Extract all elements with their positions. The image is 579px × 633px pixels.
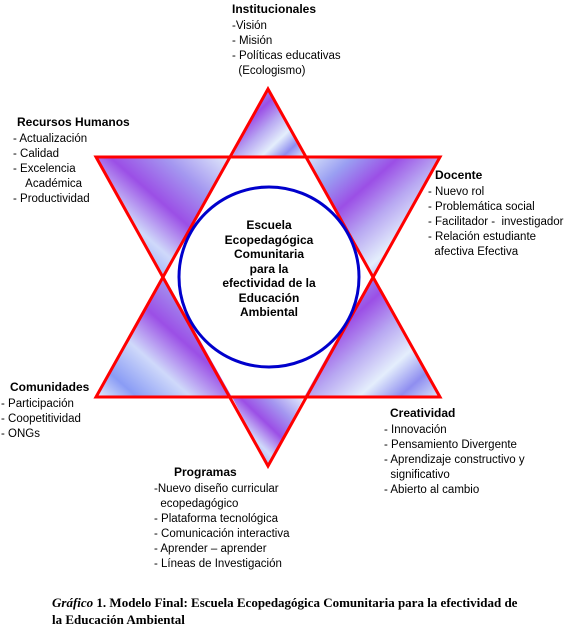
node-item: - Comunicación interactiva bbox=[154, 528, 290, 540]
center-circle bbox=[177, 185, 361, 369]
node-item: - Plataforma tecnológica bbox=[154, 513, 279, 525]
node-item: (Ecologismo) bbox=[232, 65, 306, 77]
node-item: - Aprender – aprender bbox=[154, 543, 267, 555]
node-items: - Participación - Coopetitividad - ONGs bbox=[1, 397, 89, 442]
node-item: - Nuevo rol bbox=[428, 186, 485, 198]
node-heading: Recursos Humanos bbox=[17, 115, 130, 129]
node-item: -Nuevo diseño curricular bbox=[154, 483, 279, 495]
center-label-line: Ecopedagógica bbox=[224, 232, 314, 247]
node-item: - Misión bbox=[232, 35, 273, 47]
node-item: Académica bbox=[13, 178, 83, 190]
node-item: - Aprendizaje constructivo y bbox=[384, 454, 525, 466]
node-items: -Visión - Misión - Políticas educativas (E… bbox=[232, 19, 341, 79]
star-point-docente bbox=[304, 157, 440, 276]
node-item: - Problemática social bbox=[428, 201, 535, 213]
node-programas: Programas -Nuevo diseño curricular ecope… bbox=[154, 465, 290, 572]
node-item: - Innovación bbox=[384, 424, 447, 436]
node-items: - Actualización - Calidad - Excelencia Aca… bbox=[13, 132, 130, 207]
node-item: - Abierto al cambio bbox=[384, 484, 480, 496]
node-item: - Participación bbox=[1, 398, 74, 410]
node-item: - Líneas de Investigación bbox=[154, 558, 282, 570]
caption-label: Gráfico bbox=[52, 595, 94, 610]
node-item: significativo bbox=[384, 469, 450, 481]
star-point-programas bbox=[232, 397, 304, 466]
node-item: ecopedagógico bbox=[154, 498, 239, 510]
center-label-line: Comunitaria bbox=[233, 247, 304, 261]
node-items: - Nuevo rol - Problemática social - Facili… bbox=[428, 185, 564, 260]
center-label-line: para la bbox=[249, 261, 289, 276]
node-creatividad: Creatividad - Innovación - Pensamiento Di… bbox=[384, 406, 525, 498]
upward-triangle-outline bbox=[93, 85, 443, 399]
node-institucionales: Institucionales -Visión - Misión - Polític… bbox=[232, 2, 341, 79]
star-point-comunidades bbox=[96, 276, 232, 397]
center-label-line: Ambiental bbox=[239, 305, 298, 319]
figure-caption: Gráfico 1. Modelo Final: Escuela Ecopeda… bbox=[52, 594, 522, 628]
downward-triangle-outline bbox=[93, 155, 443, 470]
node-items: -Nuevo diseño curricular ecopedagógico - … bbox=[154, 482, 290, 572]
node-item: - Excelencia bbox=[13, 163, 76, 175]
node-item: - Políticas educativas bbox=[232, 50, 341, 62]
node-item: - Pensamiento Divergente bbox=[384, 439, 517, 451]
node-docente: Docente - Nuevo rol - Problemática social… bbox=[428, 168, 564, 260]
node-item: - Actualización bbox=[13, 133, 88, 145]
node-heading: Docente bbox=[435, 168, 483, 182]
star-point-institucionales bbox=[232, 89, 304, 157]
node-item: - ONGs bbox=[1, 428, 40, 440]
center-label-line: Escuela bbox=[246, 218, 292, 232]
node-item: - Calidad bbox=[13, 148, 60, 160]
node-item: afectiva Efectiva bbox=[428, 246, 519, 258]
node-item: - Productividad bbox=[13, 193, 90, 205]
node-item: - Relación estudiante bbox=[428, 231, 537, 243]
star-point-creatividad bbox=[304, 276, 440, 397]
node-item: -Visión bbox=[232, 20, 267, 32]
node-heading: Creatividad bbox=[390, 406, 456, 420]
center-label-line: efectividad de la bbox=[222, 276, 316, 290]
node-heading: Comunidades bbox=[10, 380, 90, 394]
node-comunidades: Comunidades - Participación - Coopetitivi… bbox=[1, 380, 90, 442]
caption-text: 1. Modelo Final: Escuela Ecopedagógica C… bbox=[52, 595, 518, 627]
star-point-recursos-humanos bbox=[96, 157, 232, 276]
center-label-line: Educación bbox=[238, 290, 300, 305]
node-recursos-humanos: Recursos Humanos - Actualización - Calida… bbox=[13, 115, 130, 207]
node-item: - Coopetitividad bbox=[1, 413, 81, 425]
node-heading: Institucionales bbox=[232, 2, 317, 16]
node-items: - Innovación - Pensamiento Divergente - Ap… bbox=[384, 423, 525, 498]
node-item: - Facilitador - investigador bbox=[428, 216, 564, 228]
node-heading: Programas bbox=[174, 465, 237, 479]
